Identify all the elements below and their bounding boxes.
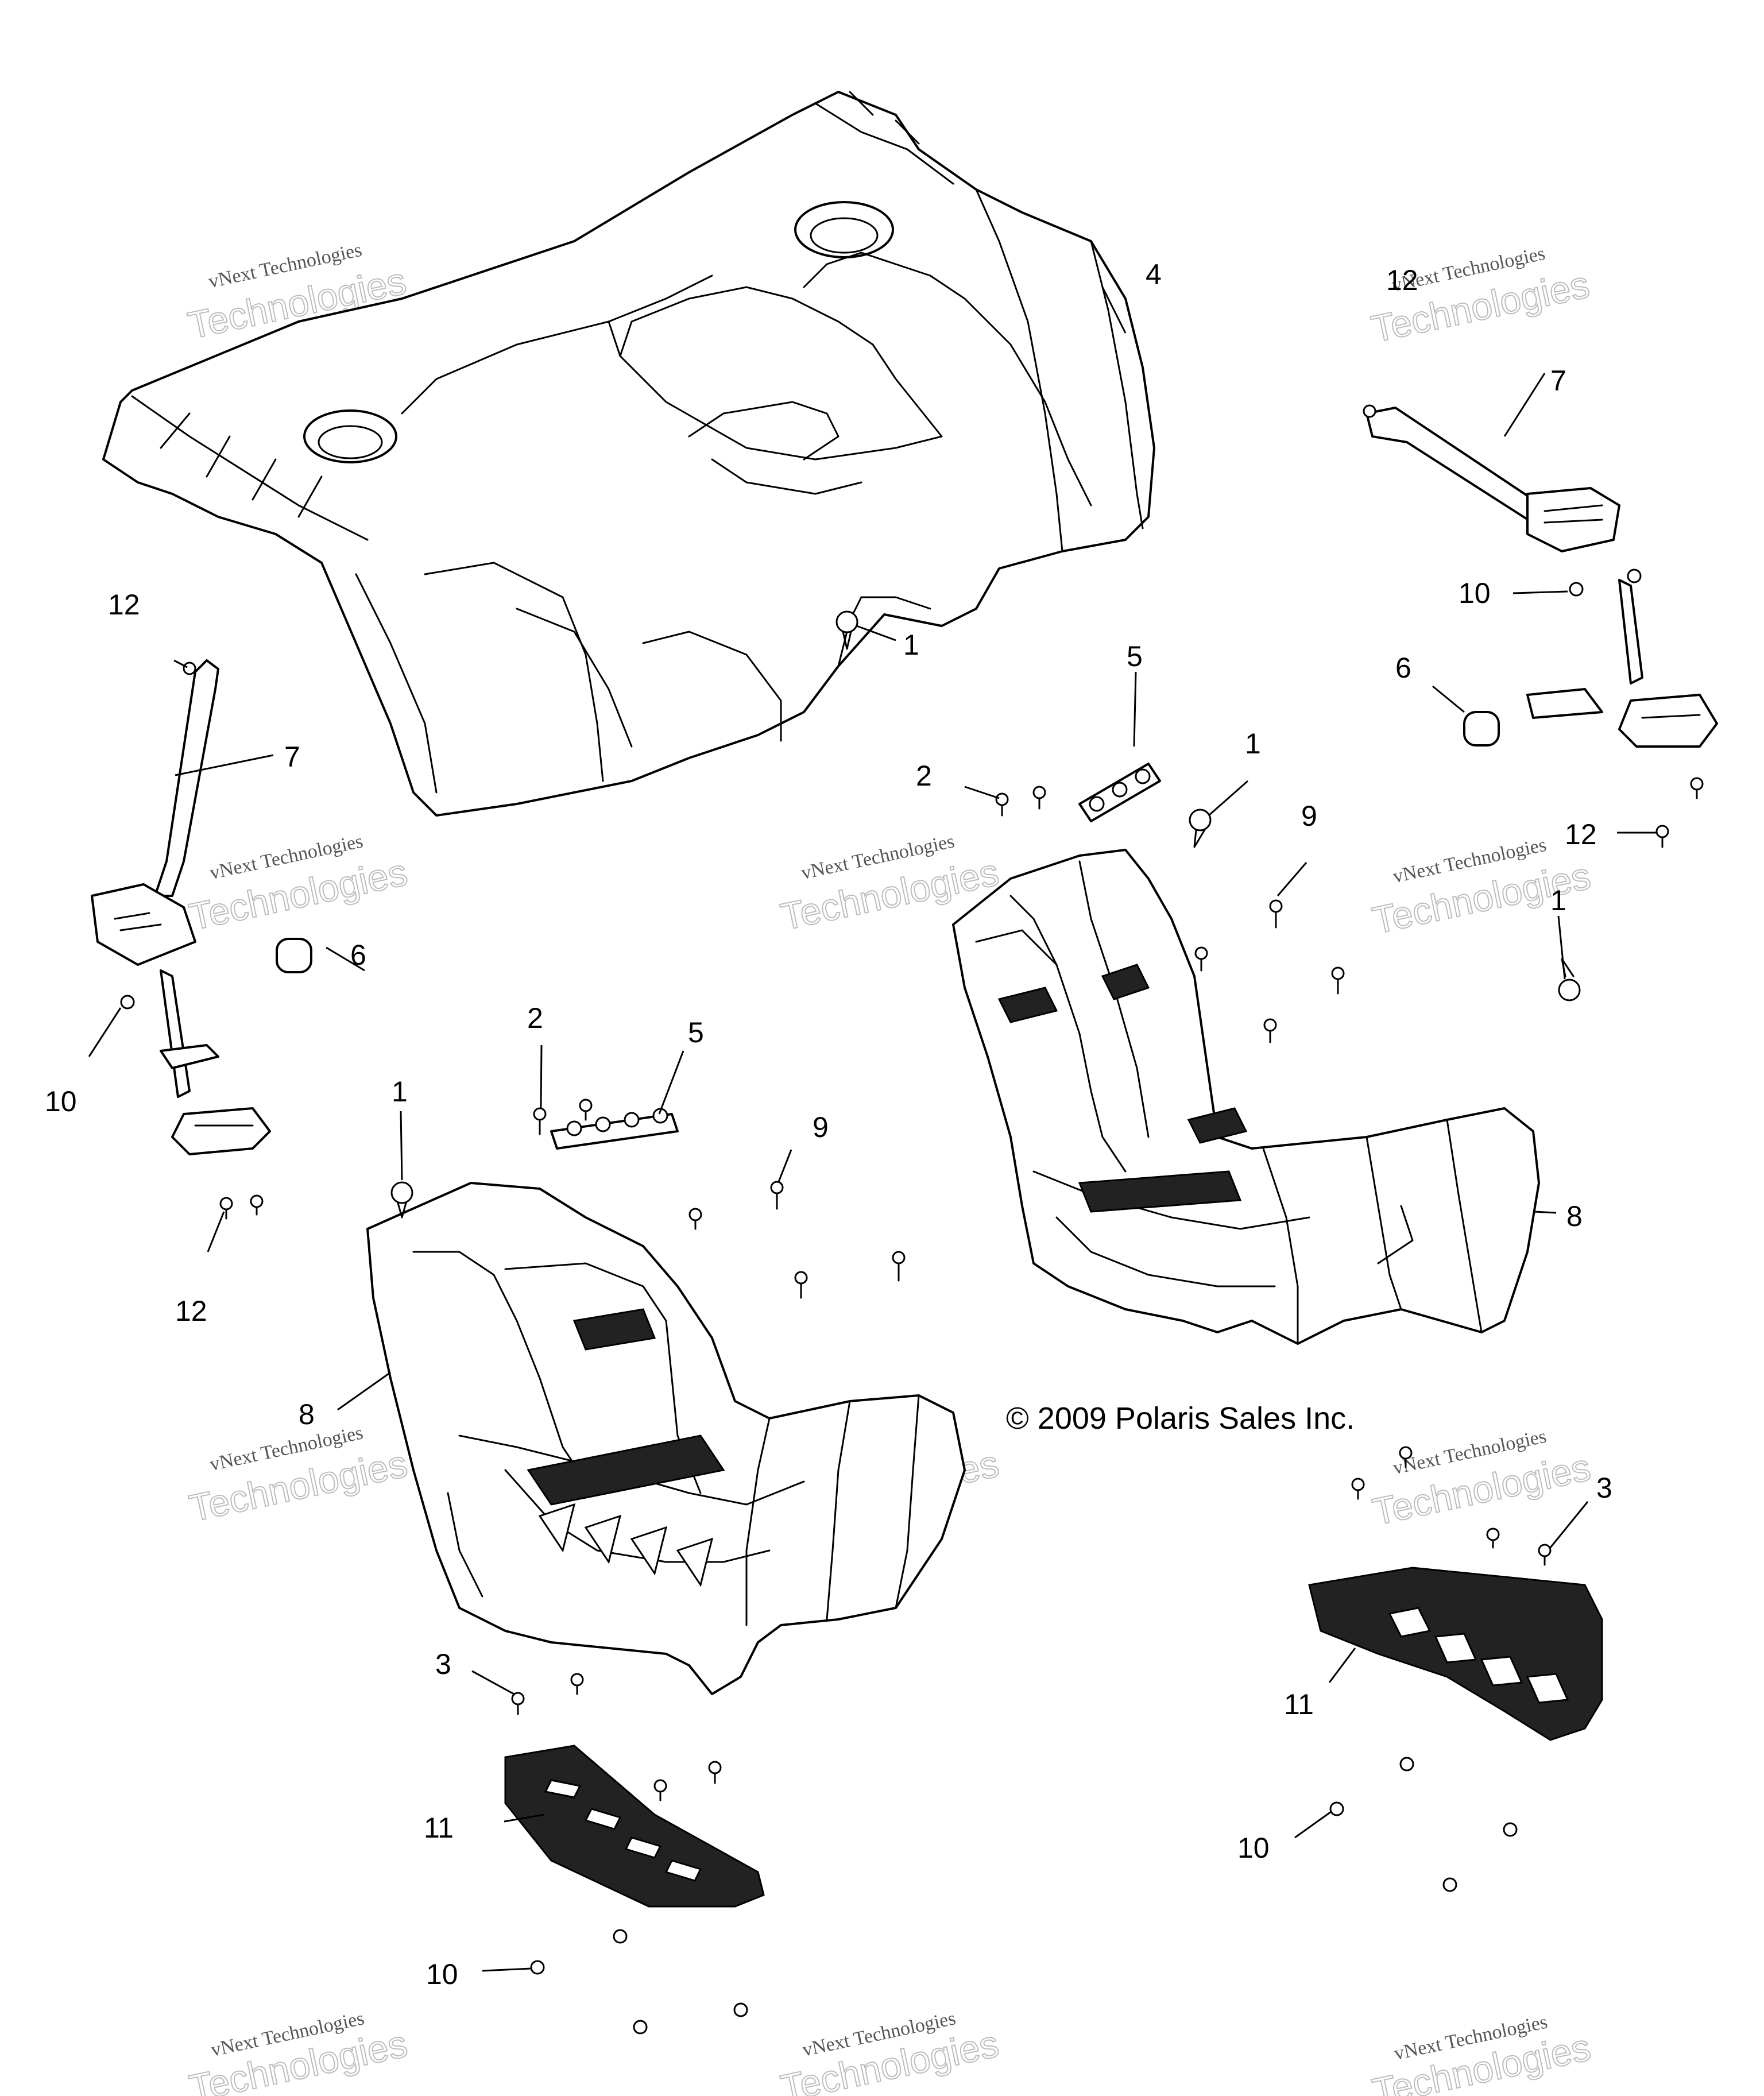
nut-10c <box>1627 569 1642 583</box>
screw-9e <box>1269 899 1283 929</box>
callout-6: 6 <box>350 939 366 971</box>
callout-10: 10 <box>1237 1832 1270 1864</box>
callout-12: 12 <box>1386 264 1418 296</box>
screw-3d <box>708 1761 722 1784</box>
screw-2 <box>995 792 1009 817</box>
screw-2d <box>579 1099 593 1121</box>
watermark-bottom-left: vNext Technologies Technologies <box>185 2008 411 2096</box>
watermark-bottom-right: vNext Technologies Technologies <box>1368 2011 1595 2096</box>
right-footwell <box>952 849 1540 1345</box>
screw-9b <box>688 1208 702 1230</box>
screw-3a <box>511 1692 525 1715</box>
screw-9g <box>1331 966 1345 995</box>
screw-2c <box>533 1107 547 1135</box>
bumper-right <box>1463 711 1500 747</box>
leader-lines <box>88 287 1657 1972</box>
callout-12: 12 <box>108 589 140 621</box>
screw-9h <box>1263 1018 1277 1043</box>
callout-7: 7 <box>1550 365 1566 397</box>
callout-2: 2 <box>916 760 932 792</box>
screw-12f <box>250 1194 264 1216</box>
screw-9c <box>794 1271 808 1299</box>
screw-9f <box>1194 946 1208 972</box>
push-rivet-1a <box>835 610 858 650</box>
nut-10f <box>633 2020 648 2035</box>
screw-9a <box>770 1181 784 1210</box>
right-footwell-tread <box>997 964 1248 1213</box>
callout-10: 10 <box>426 1958 458 1990</box>
screw-3f <box>1486 1527 1500 1549</box>
footrests <box>504 1567 1603 1908</box>
callout-11: 11 <box>1284 1688 1314 1720</box>
callout-1: 1 <box>392 1076 408 1108</box>
screw-12a <box>183 662 196 675</box>
push-rivet-1b <box>1189 809 1212 848</box>
callout-2: 2 <box>527 1002 543 1034</box>
screw-9d <box>892 1251 906 1282</box>
left-footrest-bar <box>91 659 271 1155</box>
left-footwell <box>366 1182 966 1695</box>
screw-3c <box>653 1779 667 1801</box>
screw-12e <box>219 1197 233 1220</box>
footrest-right <box>1308 1567 1603 1741</box>
callout-12: 12 <box>1565 818 1597 850</box>
bumpers <box>276 711 1500 973</box>
watermark-bottom-center: vNext Technologies Technologies <box>776 2008 1003 2096</box>
push-rivet-1c <box>1558 958 1581 1001</box>
nut-10b <box>1569 582 1584 597</box>
callout-1: 1 <box>903 629 919 661</box>
callout-1: 1 <box>1550 884 1566 916</box>
callout-10: 10 <box>1459 577 1491 609</box>
screw-3e <box>1538 1544 1552 1566</box>
rear-fender-body <box>102 91 1155 817</box>
callout-8: 8 <box>299 1398 315 1430</box>
footrest-left <box>504 1745 765 1908</box>
callout-8: 8 <box>1566 1200 1583 1232</box>
right-footrest-bar <box>1365 407 1718 748</box>
screw-12c <box>1655 825 1669 848</box>
nut-10d <box>530 1960 545 1975</box>
screw-12d <box>1690 777 1704 799</box>
screw-12b <box>1363 404 1376 418</box>
nut-10k <box>1442 1877 1457 1892</box>
callout-9: 9 <box>813 1111 829 1143</box>
callout-3: 3 <box>1596 1472 1612 1504</box>
copyright-text: © 2009 Polaris Sales Inc. <box>1006 1401 1355 1436</box>
callout-3: 3 <box>435 1648 451 1680</box>
screw-3g <box>1351 1478 1365 1500</box>
nut-10a <box>120 995 135 1010</box>
clip-left <box>550 1108 679 1150</box>
nut-10i <box>1399 1757 1414 1772</box>
screw-3h <box>1399 1446 1413 1468</box>
push-rivet-1d <box>390 1181 413 1219</box>
callout-1: 1 <box>1245 728 1261 760</box>
callout-6: 6 <box>1395 652 1411 684</box>
screw-3b <box>570 1673 584 1695</box>
callout-labels: 4 1 7 5 2 1 9 12 7 10 6 12 1 8 12 6 10 1… <box>45 258 1612 1990</box>
clips <box>550 763 1161 1150</box>
watermark-mid-left: vNext Technologies Technologies <box>185 830 411 938</box>
fasteners <box>120 404 1704 2035</box>
nut-10g <box>733 2002 748 2017</box>
watermark-low-left: vNext Technologies Technologies <box>185 1422 411 1530</box>
callout-7: 7 <box>284 741 300 773</box>
bumper-left <box>276 938 312 973</box>
screw-2b <box>1032 786 1046 810</box>
nut-10j <box>1503 1822 1518 1837</box>
callout-5: 5 <box>1127 640 1143 672</box>
callout-9: 9 <box>1301 800 1317 832</box>
callout-11: 11 <box>424 1812 454 1844</box>
clip-right <box>1078 763 1161 822</box>
callout-4: 4 <box>1146 258 1162 291</box>
left-footwell-tread <box>527 1308 725 1587</box>
nut-10e <box>613 1929 628 1944</box>
watermark-low-right: vNext Technologies Technologies <box>1368 1426 1595 1534</box>
callout-5: 5 <box>688 1016 704 1049</box>
nut-10h <box>1329 1801 1344 1816</box>
callout-12: 12 <box>175 1295 207 1327</box>
callout-10: 10 <box>45 1085 77 1117</box>
